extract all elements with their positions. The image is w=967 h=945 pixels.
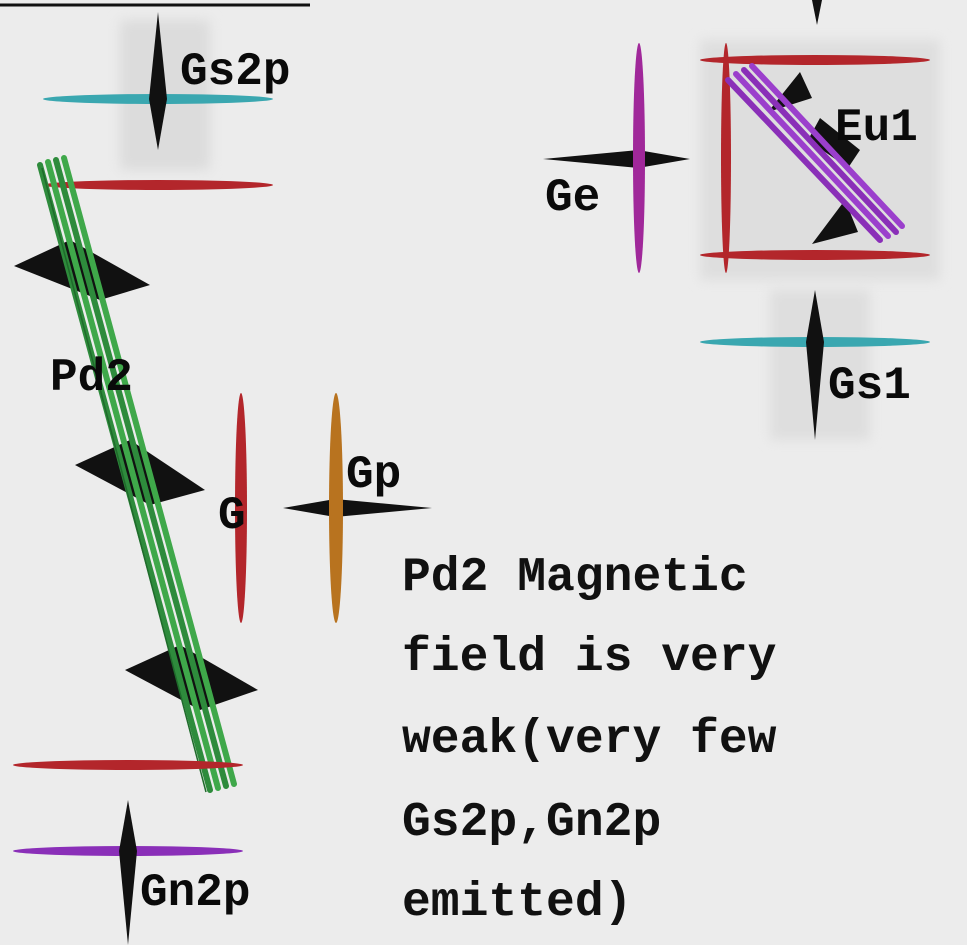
pd2-bottom-bar [13, 760, 243, 770]
label-gn2p: Gn2p [140, 867, 250, 919]
note-line-1: Pd2 Magnetic [402, 551, 748, 605]
label-eu1: Eu1 [835, 102, 918, 154]
ge-spindle [543, 150, 690, 168]
eu1-rod-2 [733, 71, 891, 239]
note-line-5: emitted) [402, 876, 632, 930]
g-particle [235, 393, 247, 623]
label-ge: Ge [545, 172, 600, 224]
gs2p-particle [43, 12, 273, 150]
eu1-rod-1 [725, 77, 883, 243]
ge-disc [633, 43, 645, 273]
gs2p-spindle [149, 12, 167, 150]
annotation-note: Pd2 Magnetic field is very weak(very few… [402, 551, 777, 930]
pd2-rod-2 [45, 159, 221, 791]
gp-spindle [283, 499, 432, 517]
pd2-rod-edge [41, 167, 207, 793]
eu1-rod-3 [741, 67, 899, 235]
label-pd2: Pd2 [50, 352, 133, 404]
label-gs2p: Gs2p [180, 46, 290, 98]
eu1-particle [700, 43, 930, 273]
gp-disc [329, 393, 343, 623]
note-line-4: Gs2p,Gn2p [402, 796, 661, 850]
gn2p-particle [13, 800, 243, 945]
eu1-spindle-bottom [812, 200, 858, 244]
gs1-spindle [806, 290, 824, 440]
pd2-cluster [14, 155, 258, 793]
pd2-top-bar [43, 180, 273, 190]
pd2-spindle-upper [14, 240, 150, 300]
label-gs1: Gs1 [828, 360, 911, 412]
gs1-particle [700, 290, 930, 440]
label-g: G [218, 490, 246, 542]
pd2-rod-4 [61, 155, 237, 787]
note-line-3: weak(very few [402, 713, 777, 767]
note-line-2: field is very [402, 631, 776, 685]
ge-particle [543, 43, 690, 273]
eu1-rod-4 [749, 63, 905, 229]
pd2-spindle-lower [125, 645, 258, 710]
eu1-left-bar [721, 43, 731, 273]
eu1-top-bar [700, 55, 930, 65]
gn2p-spindle [119, 800, 137, 945]
top-arrow-fragment [812, 0, 822, 25]
eu1-spindle-core [808, 118, 860, 168]
pd2-rod-3 [53, 157, 229, 789]
gp-particle [283, 393, 432, 623]
eu1-spindle-top [768, 72, 812, 112]
eu1-bottom-bar [700, 250, 930, 260]
label-gp: Gp [346, 449, 401, 501]
